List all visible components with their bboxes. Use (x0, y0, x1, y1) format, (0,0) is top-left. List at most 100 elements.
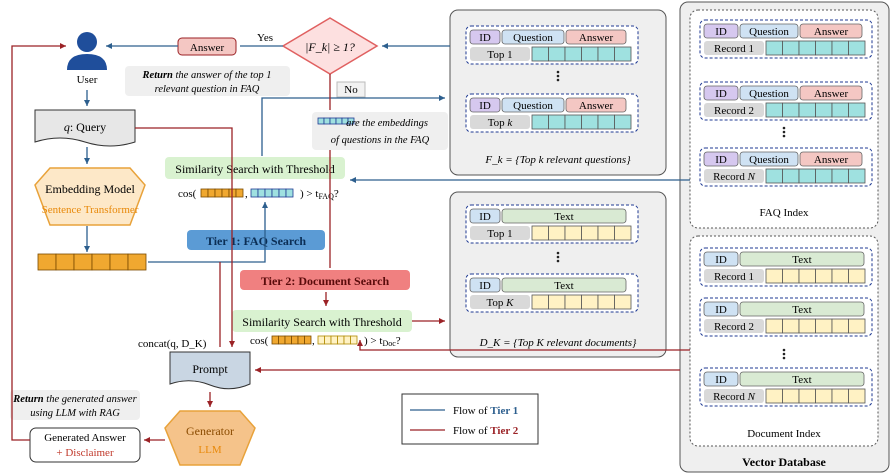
formula-orange-cell (291, 335, 299, 345)
embedding-cell (831, 318, 849, 334)
header-text-label: Text (792, 374, 811, 386)
formula-orange-cell (221, 188, 230, 198)
vector-database-label: Vector Database (742, 455, 826, 469)
formula-yellow-cell (324, 335, 332, 345)
query-box[interactable]: q: Query (34, 109, 136, 147)
header-id (469, 97, 501, 113)
user-label: User (77, 74, 98, 86)
header-id (703, 251, 739, 267)
formula-orange-cell (304, 335, 312, 345)
formula-teal-cell (264, 188, 273, 198)
svg-text:of questions in the FAQ: of questions in the FAQ (331, 135, 430, 146)
svg-text:cos(: cos( (178, 188, 197, 200)
svg-text:Yes: Yes (257, 32, 273, 44)
ellipsis-dot (556, 255, 560, 259)
svg-text:Tier 2: Document Search: Tier 2: Document Search (261, 274, 390, 288)
embedding-cell (531, 46, 549, 62)
ellipsis-dot (556, 74, 560, 78)
svg-text:Similarity Search with Thresho: Similarity Search with Threshold (242, 315, 401, 329)
row-label: Record 1 (714, 43, 754, 55)
row-label-bg (470, 295, 530, 309)
header-id-label: ID (479, 100, 491, 112)
embedding-cell (848, 40, 866, 56)
embedding-cell (848, 268, 866, 284)
header-id (703, 371, 739, 387)
formula-teal-cell (271, 188, 280, 198)
header-id-label: ID (715, 26, 727, 38)
header-answer (799, 151, 863, 167)
header-id (703, 23, 739, 39)
header-question-label: Question (749, 88, 789, 100)
faq-index-title: FAQ Index (760, 207, 809, 219)
row-label-bg (704, 319, 764, 333)
header-question (739, 151, 799, 167)
embedding-cell (614, 294, 632, 310)
formula-yellow-cell (317, 335, 325, 345)
embedding-cell (831, 102, 849, 118)
teal-vector-cell (347, 117, 355, 125)
query-embedding-cell (73, 253, 93, 271)
formula-teal-cell (278, 188, 287, 198)
query-embedding-cell (109, 253, 129, 271)
formula-orange-cell (297, 335, 305, 345)
ellipsis-dot (782, 356, 786, 360)
formula-orange-cell (284, 335, 292, 345)
ellipsis-dot (556, 70, 560, 74)
row-label-bg (470, 226, 530, 240)
prompt-box[interactable]: Prompt (169, 351, 251, 390)
header-text-label: Text (792, 304, 811, 316)
formula-teal-cell (285, 188, 294, 198)
row-label-bg (704, 389, 764, 403)
embedding-cell (848, 168, 866, 184)
embedding-cell (798, 388, 816, 404)
header-text (501, 208, 627, 224)
row-label-bg (470, 115, 530, 129)
yes-label: Yes (253, 30, 277, 44)
similarity-search-faq: Similarity Search with Threshold cos( , … (165, 157, 345, 201)
tier1-faq-search-label: Tier 1: FAQ Search (187, 230, 325, 250)
dk-caption: D_K = {Top K relevant documents} (479, 337, 637, 349)
row-label: Record N (713, 171, 756, 183)
header-question-label: Question (749, 154, 789, 166)
teal-vector-cell (317, 117, 325, 125)
embedding-cell (531, 225, 549, 241)
header-answer-label: Answer (814, 154, 849, 166)
embedding-cell (831, 268, 849, 284)
svg-text:Answer: Answer (190, 42, 225, 54)
query-label: q: Query (64, 120, 106, 134)
return-answer-note: Return the answer of the top 1 relevant … (125, 66, 290, 96)
svg-text:Generator: Generator (186, 424, 234, 438)
embedding-cell (765, 268, 783, 284)
concat-label: concat(q, D_K) (138, 338, 207, 350)
embedding-cell (597, 225, 615, 241)
embedding-cell (581, 294, 599, 310)
embedding-cell (531, 114, 549, 130)
teal-vector-cell (335, 117, 343, 125)
svg-text:LLM: LLM (198, 444, 221, 456)
header-text-label: Text (792, 254, 811, 266)
query-embedding-cell (55, 253, 75, 271)
formula-orange-cell (214, 188, 223, 198)
user-avatar[interactable]: User (67, 32, 107, 86)
embedding-cell (782, 268, 800, 284)
header-id-label: ID (715, 374, 727, 386)
embedding-cell (815, 318, 833, 334)
svg-text:|F_k| ≥ 1?: |F_k| ≥ 1? (305, 40, 355, 54)
row-label-bg (704, 41, 764, 55)
embedding-cell (581, 46, 599, 62)
header-answer (565, 29, 627, 45)
tier2-document-search-label: Tier 2: Document Search (240, 270, 410, 290)
ellipsis-dot (556, 251, 560, 255)
header-id-label: ID (715, 304, 727, 316)
row-label: Top k (488, 117, 514, 129)
embedding-cell (782, 168, 800, 184)
embedding-cell (597, 294, 615, 310)
embedding-cell (815, 388, 833, 404)
legend: Flow of Tier 1 Flow of Tier 2 (401, 393, 539, 445)
generator: Generator LLM (164, 410, 256, 466)
